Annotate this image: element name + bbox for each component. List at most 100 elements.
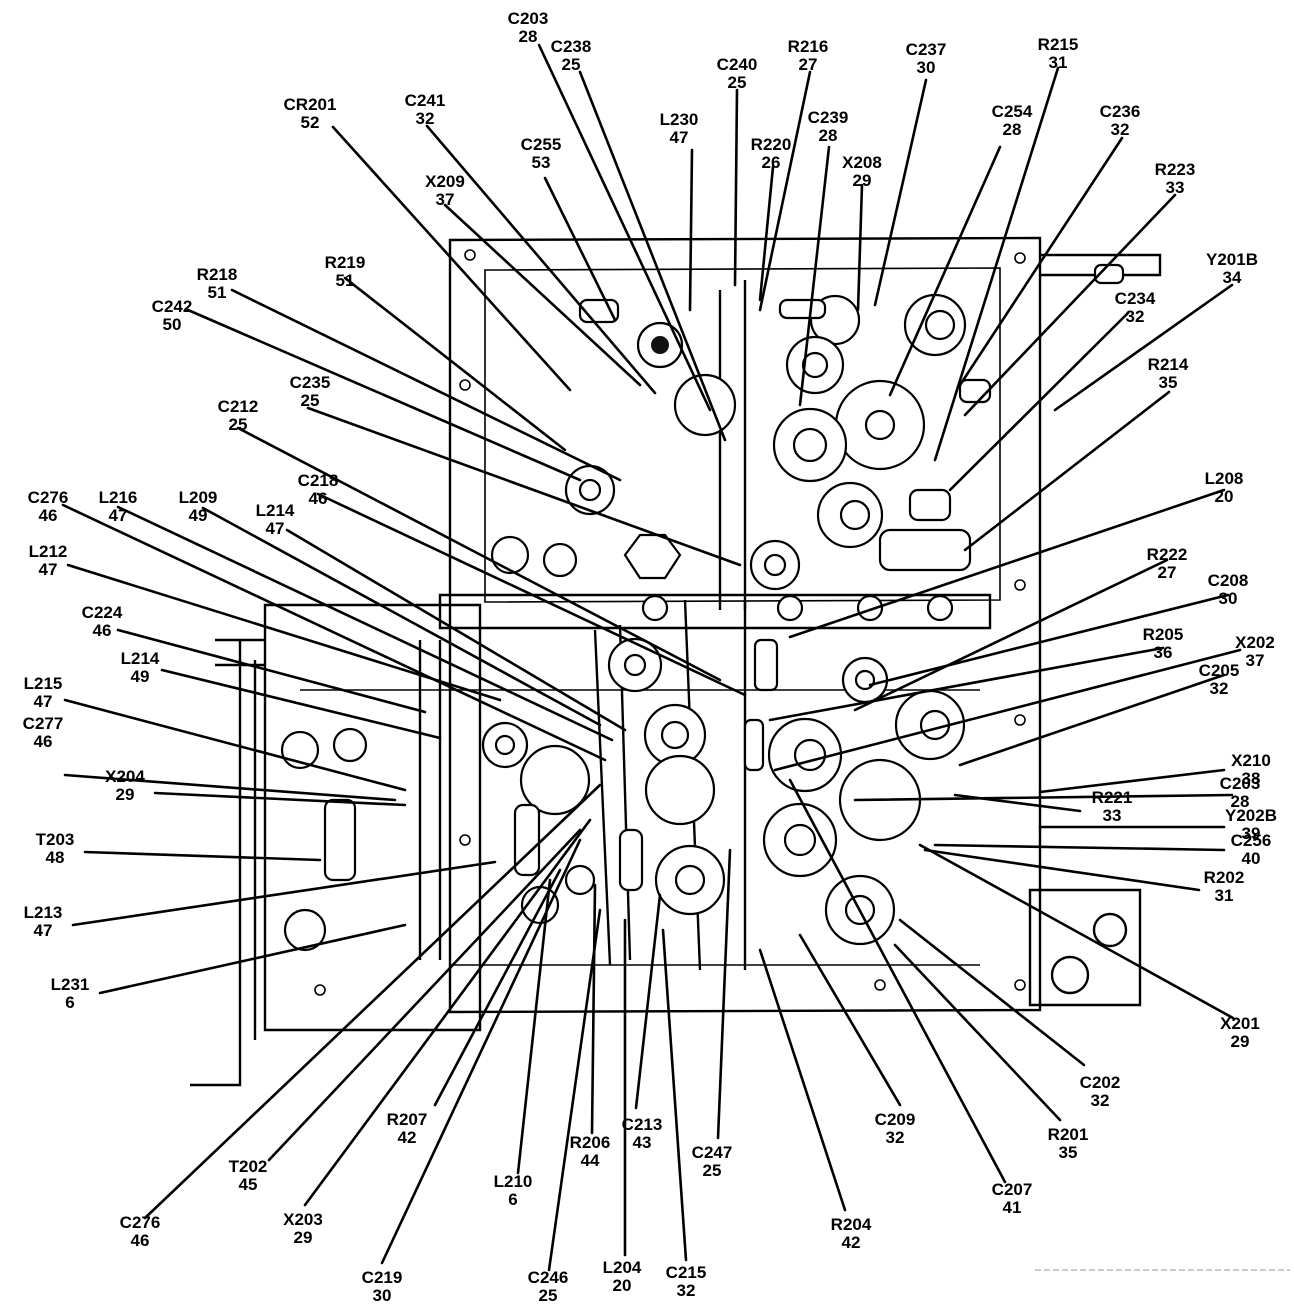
callout-ref: X209 [425, 172, 465, 191]
callout-fig: 29 [853, 171, 872, 190]
callout-fig: 42 [842, 1233, 861, 1252]
mounting-holes [314, 249, 1026, 996]
callout-fig: 39 [1242, 824, 1261, 843]
callout-ref: C205 [1199, 661, 1240, 680]
callout-fig: 6 [508, 1190, 517, 1209]
callout-fig: 46 [93, 621, 112, 640]
callout-ref: C203 [1220, 774, 1261, 793]
callout-fig: 20 [1215, 487, 1234, 506]
callout-ref: X203 [283, 1210, 323, 1229]
callout-ref: C238 [551, 37, 592, 56]
callout-fig: 40 [1242, 849, 1261, 868]
callout-fig: 42 [398, 1128, 417, 1147]
callout-ref: C246 [528, 1268, 569, 1287]
callout-fig: 28 [1231, 792, 1250, 811]
callout-ref: X208 [842, 153, 882, 172]
callout-fig: 25 [703, 1161, 722, 1180]
callout-ref: C277 [23, 714, 64, 733]
callout-ref: L215 [24, 674, 63, 693]
callout-ref: R218 [197, 265, 238, 284]
callout-fig: 47 [34, 921, 53, 940]
callout-fig: 29 [294, 1228, 313, 1247]
callout-fig: 31 [1215, 886, 1234, 905]
callout-ref: L231 [51, 975, 90, 994]
callout-fig: 53 [532, 153, 551, 172]
callout-fig: 37 [436, 190, 455, 209]
callout-ref: CR201 [284, 95, 337, 114]
callout-fig: 47 [670, 128, 689, 147]
callout-ref: C209 [875, 1110, 916, 1129]
callout-ref: C239 [808, 108, 849, 127]
callout-fig: 32 [1210, 679, 1229, 698]
callout-ref: L212 [29, 542, 68, 561]
callout-ref: R220 [751, 135, 792, 154]
callout-fig: 6 [65, 993, 74, 1012]
callout-ref: C237 [906, 40, 947, 59]
callout-fig: 27 [1158, 563, 1177, 582]
callout-fig: 30 [1219, 589, 1238, 608]
callout-ref: C247 [692, 1143, 733, 1162]
callout-fig: 46 [131, 1231, 150, 1250]
callout-fig: 50 [163, 315, 182, 334]
leader-lines [61, 43, 1242, 1272]
callout-fig: 31 [1049, 53, 1068, 72]
callout-ref: C256 [1231, 831, 1272, 850]
callout-fig: 44 [581, 1151, 600, 1170]
callout-ref: C276 [120, 1213, 161, 1232]
callout-fig: 36 [1154, 643, 1173, 662]
callout-ref: R219 [325, 253, 366, 272]
callout-fig: 27 [799, 55, 818, 74]
callout-ref: R214 [1148, 355, 1189, 374]
callout-ref: C203 [508, 9, 549, 28]
callout-ref: Y202B [1225, 806, 1277, 825]
callout-fig: 47 [39, 560, 58, 579]
callout-ref: C242 [152, 297, 193, 316]
callout-fig: 46 [39, 506, 58, 525]
callout-ref: R207 [387, 1110, 428, 1129]
callout-ref: L230 [660, 110, 699, 129]
callout-fig: 26 [762, 153, 781, 172]
callout-fig: 41 [1003, 1198, 1022, 1217]
callout-fig: 52 [301, 113, 320, 132]
callout-fig: 46 [34, 732, 53, 751]
callout-fig: 49 [189, 506, 208, 525]
callout-fig: 29 [1231, 1032, 1250, 1051]
callout-fig: 32 [1111, 120, 1130, 139]
callout-ref: R205 [1143, 625, 1184, 644]
callout-ref: R201 [1048, 1125, 1089, 1144]
callout-ref: L213 [24, 903, 63, 922]
callout-fig: 35 [1159, 373, 1178, 392]
